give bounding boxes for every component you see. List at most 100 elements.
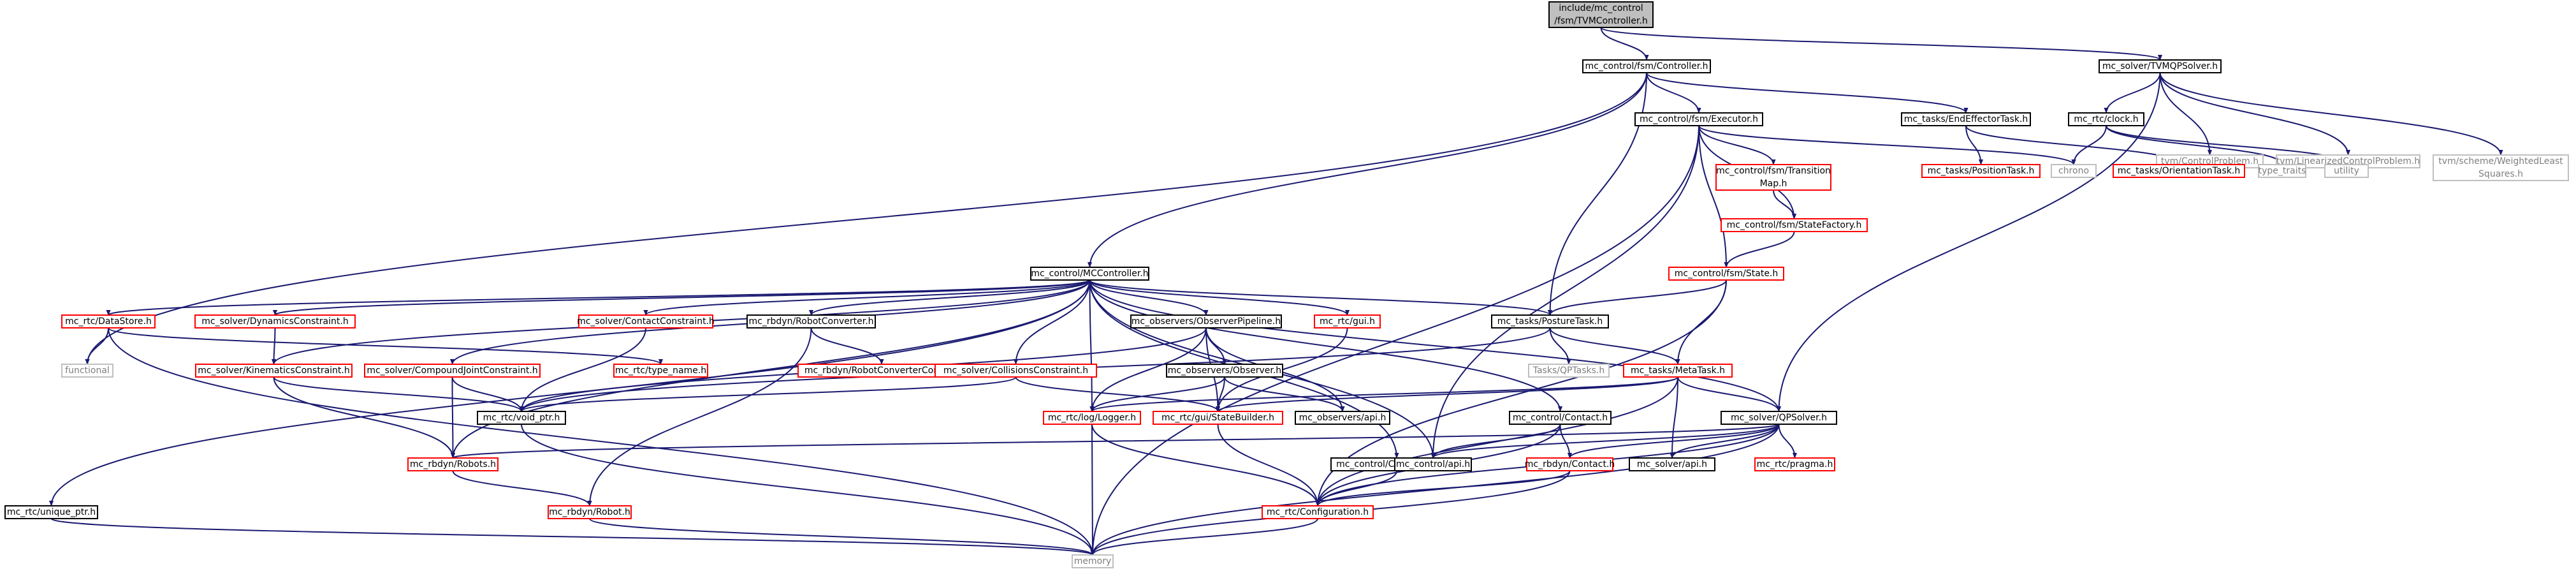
node-box [1901, 112, 2031, 126]
node-box [2113, 164, 2245, 178]
node-mc-solver-qpsolver-h[interactable]: mc_solver/QPSolver.h [1721, 411, 1837, 425]
node-box [1721, 411, 1837, 425]
node-mc-solver-kinematicsconstraint-h[interactable]: mc_solver/KinematicsConstraint.h [195, 364, 353, 378]
node-box [1582, 59, 1711, 73]
edge-mccontroller-to-logger [1089, 279, 1095, 412]
node-label: mc_solver/DynamicsConstraint.h [201, 316, 348, 327]
node-mc-rbdyn-robots-h[interactable]: mc_rbdyn/Robots.h [407, 457, 498, 471]
node-mc-control-fsm-controller-h[interactable]: mc_control/fsm/Controller.h [1582, 59, 1711, 73]
node-label: mc_tasks/PostureTask.h [1497, 316, 1603, 327]
node-box [935, 364, 1097, 378]
node-box [1295, 411, 1390, 425]
edge-mccontroller-to-ctlcontact [1089, 279, 1563, 412]
node-box [1668, 267, 1784, 281]
node-box [1153, 411, 1283, 425]
edge-executor-to-memory [1090, 125, 1699, 556]
node-mc-rtc-unique-ptr-h[interactable]: mc_rtc/unique_ptr.h [4, 505, 98, 519]
node-box [548, 505, 632, 519]
edge-fsmstate-to-rtcconfig [1315, 279, 1727, 506]
node-mc-rbdyn-contact-h[interactable]: mc_rbdyn/Contact.h [1525, 457, 1615, 471]
edge-transitionmap-to-statefactory [1773, 189, 1797, 219]
node-label: mc_rtc/DataStore.h [65, 316, 152, 327]
node-label: mc_rtc/log/Logger.h [1048, 413, 1136, 423]
node-box [2258, 164, 2306, 178]
node-mc-control-fsm-executor-h[interactable]: mc_control/fsm/Executor.h [1634, 112, 1763, 126]
node-mc-rbdyn-robotconverter-h[interactable]: mc_rbdyn/RobotConverter.h [746, 314, 876, 329]
node-box [61, 364, 113, 378]
edge-qpsolver-to-ctlapi [1430, 424, 1780, 459]
node-mc-rtc-void-ptr-h[interactable]: mc_rtc/void_ptr.h [477, 411, 566, 425]
node-mc-solver-api-h[interactable]: mc_solver/api.h [1629, 457, 1715, 471]
node-mc-rtc-datastore-h[interactable]: mc_rtc/DataStore.h [61, 314, 156, 329]
edge-dynconstr-to-kinconstr [271, 327, 277, 365]
node-label: mc_observers/Observer.h [1168, 366, 1281, 376]
edge-robots-to-robot [452, 470, 592, 506]
node-mc-rtc-pragma-h[interactable]: mc_rtc/pragma.h [1754, 457, 1835, 471]
edge-metatask-to-logger [1089, 376, 1678, 412]
node-mc-tasks-endeffectortask-h[interactable]: mc_tasks/EndEffectorTask.h [1901, 112, 2031, 126]
node-box [1509, 411, 1612, 425]
node-layer: include/mc_control/fsm/TVMController.hmc… [4, 1, 2569, 568]
node-mc-rbdyn-robotconverterconfig-h[interactable]: mc_rbdyn/RobotConverterConfig.h [797, 364, 966, 378]
node-label: mc_observers/api.h [1299, 413, 1386, 423]
node-mc-solver-tvmqpsolver-h[interactable]: mc_solver/TVMQPSolver.h [2099, 59, 2222, 73]
node-label: mc_tasks/EndEffectorTask.h [1904, 114, 2028, 124]
node-label: tvm/LinearizedControlProblem.h [2276, 156, 2420, 166]
node-label: mc_rbdyn/Robots.h [410, 459, 496, 469]
node-mc-control-api-h[interactable]: mc_control/api.h [1394, 457, 1472, 471]
edge-observer-to-logger [1089, 376, 1225, 412]
node-mc-tasks-metatask-h[interactable]: mc_tasks/MetaTask.h [1623, 364, 1733, 378]
node-label: mc_rtc/clock.h [2074, 114, 2138, 124]
node-box [1262, 505, 1374, 519]
node-mc-rtc-gui-statebuilder-h[interactable]: mc_rtc/gui/StateBuilder.h [1153, 411, 1283, 425]
edge-qpsolver-to-memory [1090, 424, 1780, 556]
node-mc-rbdyn-robot-h[interactable]: mc_rbdyn/Robot.h [548, 505, 632, 519]
edge-datastore-to-memory [108, 327, 1095, 556]
node-box [477, 411, 566, 425]
node-mc-rtc-gui-h[interactable]: mc_rtc/gui.h [1314, 314, 1381, 329]
node-box [1314, 314, 1381, 329]
node-label: Tasks/QPTasks.h [1532, 366, 1605, 376]
node-memory: memory [1072, 554, 1114, 568]
node-label: mc_solver/KinematicsConstraint.h [198, 366, 350, 376]
node-label: tvm/scheme/WeightedLeast [2438, 156, 2563, 166]
node-mc-control-fsm-statefactory-h[interactable]: mc_control/fsm/StateFactory.h [1721, 218, 1868, 232]
node-mc-solver-contactconstraint-h[interactable]: mc_solver/ContactConstraint.h [577, 314, 715, 329]
node-mc-rtc-type-name-h[interactable]: mc_rtc/type_name.h [613, 364, 708, 378]
node-mc-solver-collisionsconstraint-h[interactable]: mc_solver/CollisionsConstraint.h [935, 364, 1097, 378]
node-mc-solver-dynamicsconstraint-h[interactable]: mc_solver/DynamicsConstraint.h [194, 314, 356, 329]
node-label: mc_control/Contact.h [1513, 413, 1608, 423]
edge-kinconstr-to-robots [273, 376, 456, 459]
node-label: mc_control/fsm/Controller.h [1585, 61, 1708, 71]
edge-executor-to-chrono [1698, 125, 2076, 165]
node-mc-control-mccontroller-h[interactable]: mc_control/MCController.h [1030, 267, 1149, 281]
node-mc-control-fsm-state-h[interactable]: mc_control/fsm/State.h [1668, 267, 1784, 281]
node-box [194, 314, 356, 329]
edge-fsmcontroller-to-mccontroller [1087, 72, 1647, 268]
node-mc-solver-compoundjointconstraint-h[interactable]: mc_solver/CompoundJointConstraint.h [364, 364, 541, 378]
node-mc-tasks-posturetask-h[interactable]: mc_tasks/PostureTask.h [1491, 314, 1609, 329]
node-mc-observers-api-h[interactable]: mc_observers/api.h [1295, 411, 1390, 425]
edge-tvmqp-to-tvmcontrol [2159, 72, 2213, 156]
edge-mccontroller-to-robotconverter [809, 279, 1091, 316]
edge-root-to-tvmqp [1600, 27, 2162, 61]
node-box [4, 505, 98, 519]
node-mc-observers-observer-h[interactable]: mc_observers/Observer.h [1166, 364, 1283, 378]
node-mc-rtc-configuration-h[interactable]: mc_rtc/Configuration.h [1262, 505, 1374, 519]
node-box [613, 364, 708, 378]
edge-fsmcontroller-to-functional [85, 72, 1647, 365]
node-mc-rtc-clock-h[interactable]: mc_rtc/clock.h [2068, 112, 2144, 126]
node-mc-observers-observerpipeline-h[interactable]: mc_observers/ObserverPipeline.h [1130, 314, 1282, 329]
node-mc-rtc-log-logger-h[interactable]: mc_rtc/log/Logger.h [1043, 411, 1141, 425]
node-box [1526, 457, 1613, 471]
node-mc-tasks-orientationtask-h[interactable]: mc_tasks/OrientationTask.h [2113, 164, 2245, 178]
edge-observer-to-obsapi [1224, 376, 1345, 412]
node-label: utility [2334, 166, 2359, 176]
edge-posturetask-to-metatask [1549, 327, 1680, 365]
node-mc-control-contact-h[interactable]: mc_control/Contact.h [1509, 411, 1612, 425]
edge-statefactory-to-fsmstate [1724, 231, 1795, 268]
edge-executor-to-ctlapi [1430, 125, 1699, 459]
node-mc-tasks-positiontask-h[interactable]: mc_tasks/PositionTask.h [1921, 164, 2041, 178]
